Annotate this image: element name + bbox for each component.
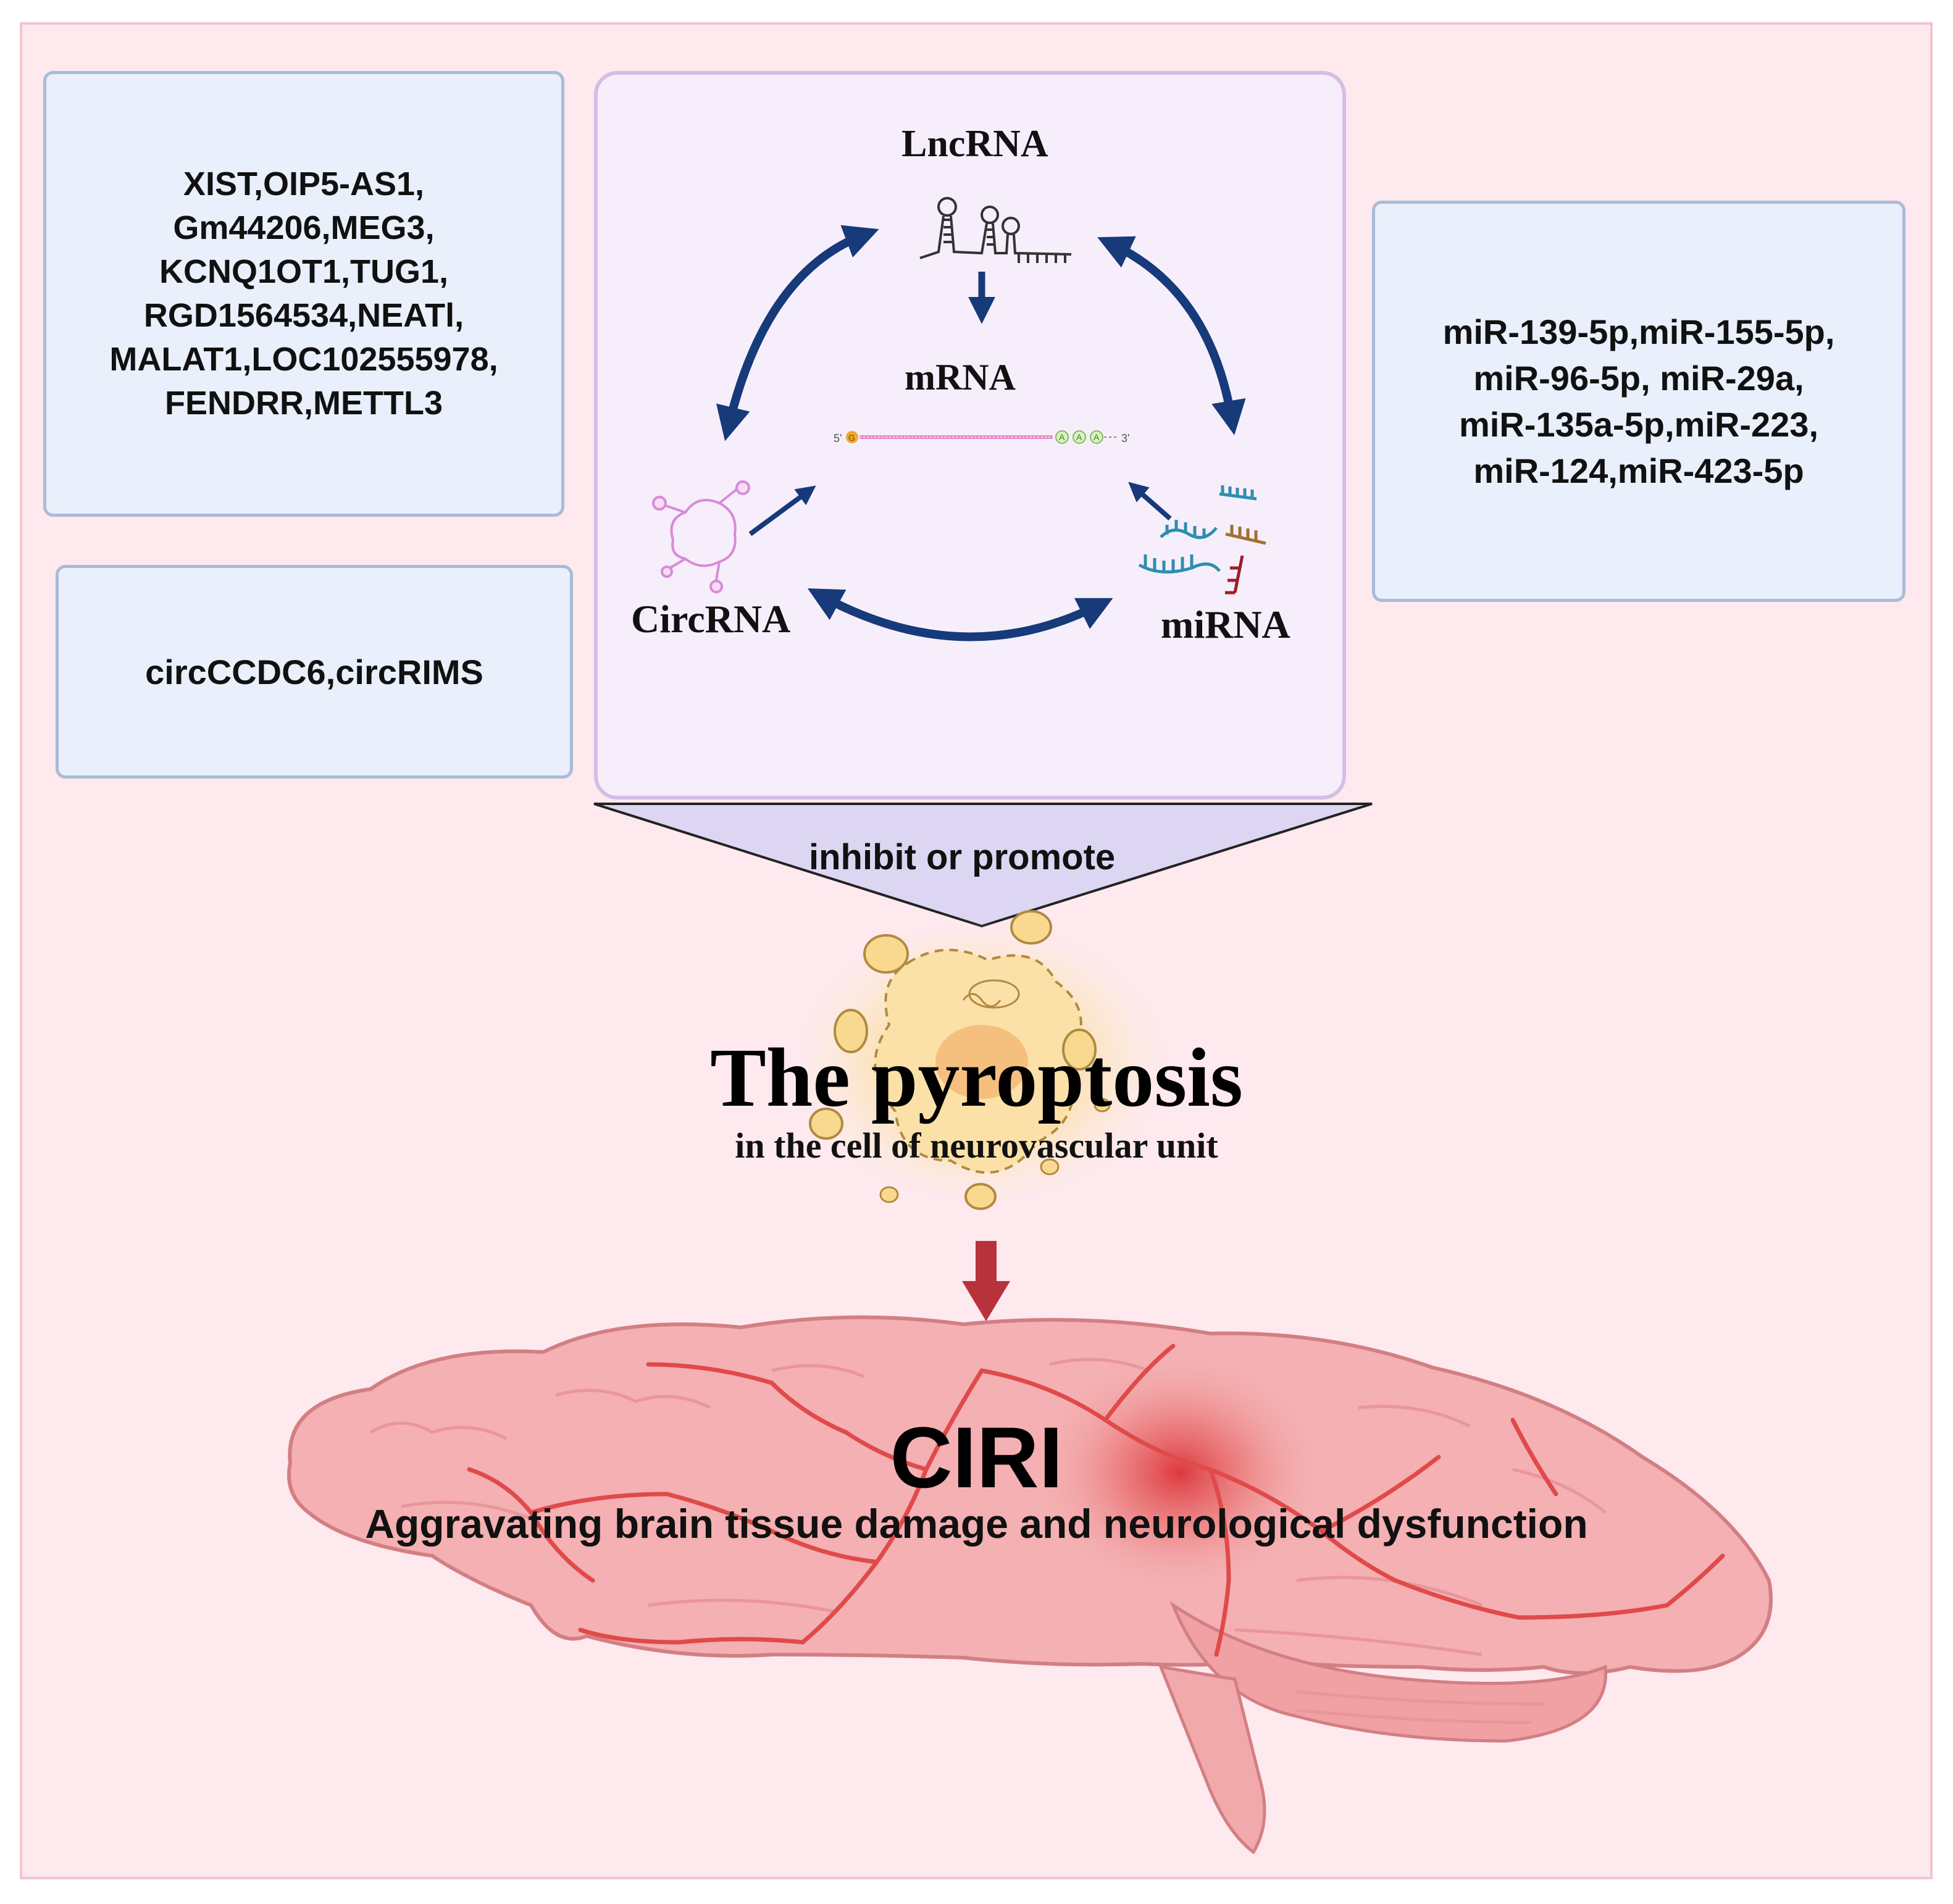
funnel-shape bbox=[593, 803, 1373, 928]
lncrna-list-line: XIST,OIP5-AS1, bbox=[183, 165, 425, 203]
lncrna-list-line: MALAT1,LOC102555978, bbox=[109, 341, 498, 378]
lncrna-list-line: KCNQ1OT1,TUG1, bbox=[159, 253, 449, 290]
circrna-list-line: circCCDC6,circRIMS bbox=[145, 652, 483, 691]
arrow-circrna-mirna bbox=[807, 588, 1113, 641]
mrna-label: mRNA bbox=[905, 357, 1016, 398]
ciri-title: CIRI bbox=[890, 1409, 1063, 1506]
mirna-label: miRNA bbox=[1161, 603, 1290, 646]
circrna-loop-icon bbox=[652, 480, 750, 593]
funnel-label: inhibit or promote bbox=[809, 837, 1116, 877]
mirna-list-line: miR-124,miR-423-5p bbox=[1473, 451, 1804, 490]
polya-tail-label: A bbox=[1094, 432, 1100, 442]
arrow-circrna-mrna bbox=[748, 485, 816, 537]
pyroptosis-title: The pyroptosis bbox=[710, 1032, 1243, 1124]
mrna-3prime-label: 3' bbox=[1121, 432, 1129, 445]
lncrna-hairpin-icon bbox=[919, 197, 1072, 263]
lncrna-list-line: RGD1564534,NEATl, bbox=[143, 297, 464, 334]
mirna-duplex-icon bbox=[1138, 485, 1266, 595]
mrna-cap-label: G bbox=[848, 433, 855, 443]
down-arrow-to-brain bbox=[962, 1241, 1010, 1321]
mrna-strand-icon: 5' G A A A 3' bbox=[834, 430, 1129, 445]
mirna-list-box: miR-139-5p,miR-155-5p, miR-96-5p, miR-29… bbox=[1372, 201, 1905, 602]
brain-illustration bbox=[287, 1315, 1773, 1855]
lncrna-list: XIST,OIP5-AS1, Gm44206,MEG3, KCNQ1OT1,TU… bbox=[109, 162, 498, 425]
circrna-label: CircRNA bbox=[631, 597, 791, 641]
pyroptosis-subtitle: in the cell of neurovascular unit bbox=[735, 1125, 1218, 1166]
arrow-mirna-mrna bbox=[1128, 482, 1172, 521]
mirna-list: miR-139-5p,miR-155-5p, miR-96-5p, miR-29… bbox=[1443, 309, 1835, 494]
circrna-list: circCCDC6,circRIMS bbox=[145, 652, 483, 692]
ciri-subtitle: Aggravating brain tissue damage and neur… bbox=[365, 1501, 1588, 1547]
polya-tail-label: A bbox=[1076, 432, 1082, 442]
lncrna-list-box: XIST,OIP5-AS1, Gm44206,MEG3, KCNQ1OT1,TU… bbox=[43, 71, 564, 517]
mrna-5prime-label: 5' bbox=[834, 432, 842, 445]
arrow-lncrna-mirna bbox=[1097, 236, 1246, 435]
lncrna-list-line: Gm44206,MEG3, bbox=[173, 209, 435, 246]
lncrna-list-line: FENDRR,METTL3 bbox=[165, 385, 443, 422]
polya-tail-label: A bbox=[1059, 432, 1065, 442]
pyroptotic-cell-icon bbox=[797, 910, 1167, 1210]
mirna-list-line: miR-96-5p, miR-29a, bbox=[1473, 359, 1804, 398]
mrna-cap-icon bbox=[846, 431, 858, 443]
circrna-list-box: circCCDC6,circRIMS bbox=[56, 565, 573, 779]
arrow-circrna-lncrna bbox=[716, 225, 879, 441]
mirna-list-line: miR-135a-5p,miR-223, bbox=[1458, 405, 1818, 444]
mirna-list-line: miR-139-5p,miR-155-5p, bbox=[1442, 312, 1835, 351]
lncrna-label: LncRNA bbox=[901, 123, 1048, 165]
